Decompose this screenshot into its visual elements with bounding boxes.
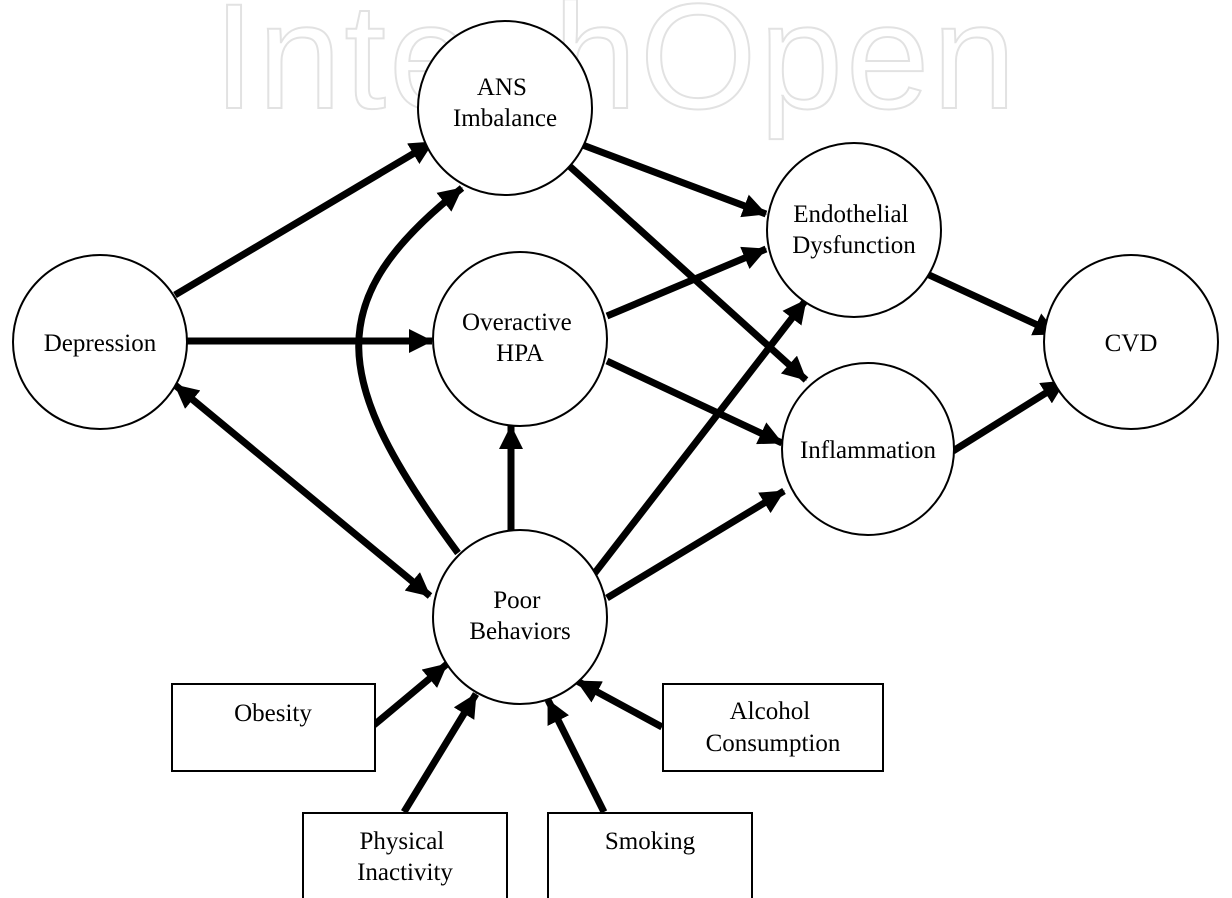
node-physical-inactivity: Physical Inactivity bbox=[302, 812, 508, 898]
node-endothelial-dysfunction: Endothelial Dysfunction bbox=[766, 142, 942, 318]
ans-imbalance-label-line-1: ANS bbox=[477, 74, 527, 101]
inflammation-circle bbox=[781, 362, 955, 536]
node-poor-behaviors: Poor Behaviors bbox=[432, 529, 608, 705]
endothelial-dysfunction-circle bbox=[766, 142, 942, 318]
obesity-label: Obesity bbox=[234, 700, 312, 727]
poor-behaviors-label-line-2: Behaviors bbox=[469, 618, 570, 645]
smoking-box bbox=[547, 812, 753, 898]
arrow-hpa-to-endo bbox=[605, 245, 768, 320]
node-smoking: Smoking bbox=[547, 812, 753, 898]
poor-behaviors-label-line-1: Poor bbox=[493, 587, 541, 614]
edges-layer bbox=[172, 138, 1067, 814]
node-alcohol-consumption: Alcohol Consumption bbox=[662, 683, 884, 772]
arrow-poor-to-ans bbox=[355, 185, 465, 556]
cvd-circle bbox=[1043, 254, 1219, 430]
node-inflammation: Inflammation bbox=[781, 362, 955, 536]
ans-imbalance-label: ANS Imbalance bbox=[453, 74, 557, 132]
physical-inactivity-label: Physical Inactivity bbox=[357, 828, 453, 886]
poor-behaviors-label: Poor Behaviors bbox=[469, 587, 570, 645]
overactive-hpa-label-line-2: HPA bbox=[496, 340, 544, 367]
arrow-physical-to-poor bbox=[401, 692, 479, 814]
arrow-ans-to-inflammation bbox=[563, 160, 809, 383]
node-obesity: Obesity bbox=[171, 683, 376, 772]
arrow-poor-to-endo bbox=[591, 297, 809, 577]
physical-inactivity-label-line-1: Physical bbox=[360, 828, 445, 855]
poor-behaviors-circle bbox=[432, 529, 608, 705]
inflammation-label: Inflammation bbox=[800, 437, 937, 464]
arrow-hpa-to-inflammation bbox=[605, 357, 784, 447]
overactive-hpa-label: Overactive HPA bbox=[462, 309, 578, 367]
watermark-logo: IntechOpen bbox=[213, 0, 1019, 140]
alcohol-consumption-label-line-2: Consumption bbox=[706, 730, 841, 757]
obesity-box bbox=[171, 683, 376, 772]
node-depression: Depression bbox=[12, 254, 188, 430]
arrow-obesity-to-poor bbox=[371, 661, 450, 728]
arrow-ans-to-endo bbox=[578, 140, 768, 218]
overactive-hpa-label-line-1: Overactive bbox=[462, 309, 572, 336]
endothelial-dysfunction-label: Endothelial Dysfunction bbox=[792, 201, 916, 259]
arrow-smoking-to-poor bbox=[544, 698, 608, 814]
arrow-poor-to-inflammation bbox=[605, 488, 786, 601]
ans-imbalance-circle bbox=[417, 20, 593, 196]
arrow-alcohol-to-poor bbox=[575, 677, 664, 731]
physical-inactivity-label-line-2: Inactivity bbox=[357, 859, 453, 886]
node-cvd: CVD bbox=[1043, 254, 1219, 430]
arrow-inflammation-to-cvd bbox=[951, 378, 1067, 454]
depression-circle bbox=[12, 254, 188, 430]
depression-label: Depression bbox=[44, 330, 157, 357]
arrow-endo-to-cvd bbox=[925, 270, 1059, 338]
endothelial-dysfunction-label-line-1: Endothelial bbox=[793, 201, 908, 228]
smoking-label: Smoking bbox=[605, 828, 696, 855]
arrow-depression-to-ans bbox=[173, 138, 435, 299]
node-ans-imbalance: ANS Imbalance bbox=[417, 20, 593, 196]
alcohol-consumption-box bbox=[662, 683, 884, 772]
alcohol-consumption-label: Alcohol Consumption bbox=[706, 698, 841, 757]
node-overactive-hpa: Overactive HPA bbox=[432, 251, 608, 427]
endothelial-dysfunction-label-line-2: Dysfunction bbox=[792, 232, 916, 259]
cvd-label: CVD bbox=[1105, 330, 1158, 357]
physical-inactivity-box bbox=[302, 812, 508, 898]
arrow-depression-to-poor bbox=[172, 382, 433, 599]
nodes-layer: ANS Imbalance Endothelial Dysfunction De… bbox=[12, 20, 1219, 898]
ans-imbalance-label-line-2: Imbalance bbox=[453, 105, 557, 132]
overactive-hpa-circle bbox=[432, 251, 608, 427]
alcohol-consumption-label-line-1: Alcohol bbox=[730, 698, 811, 725]
